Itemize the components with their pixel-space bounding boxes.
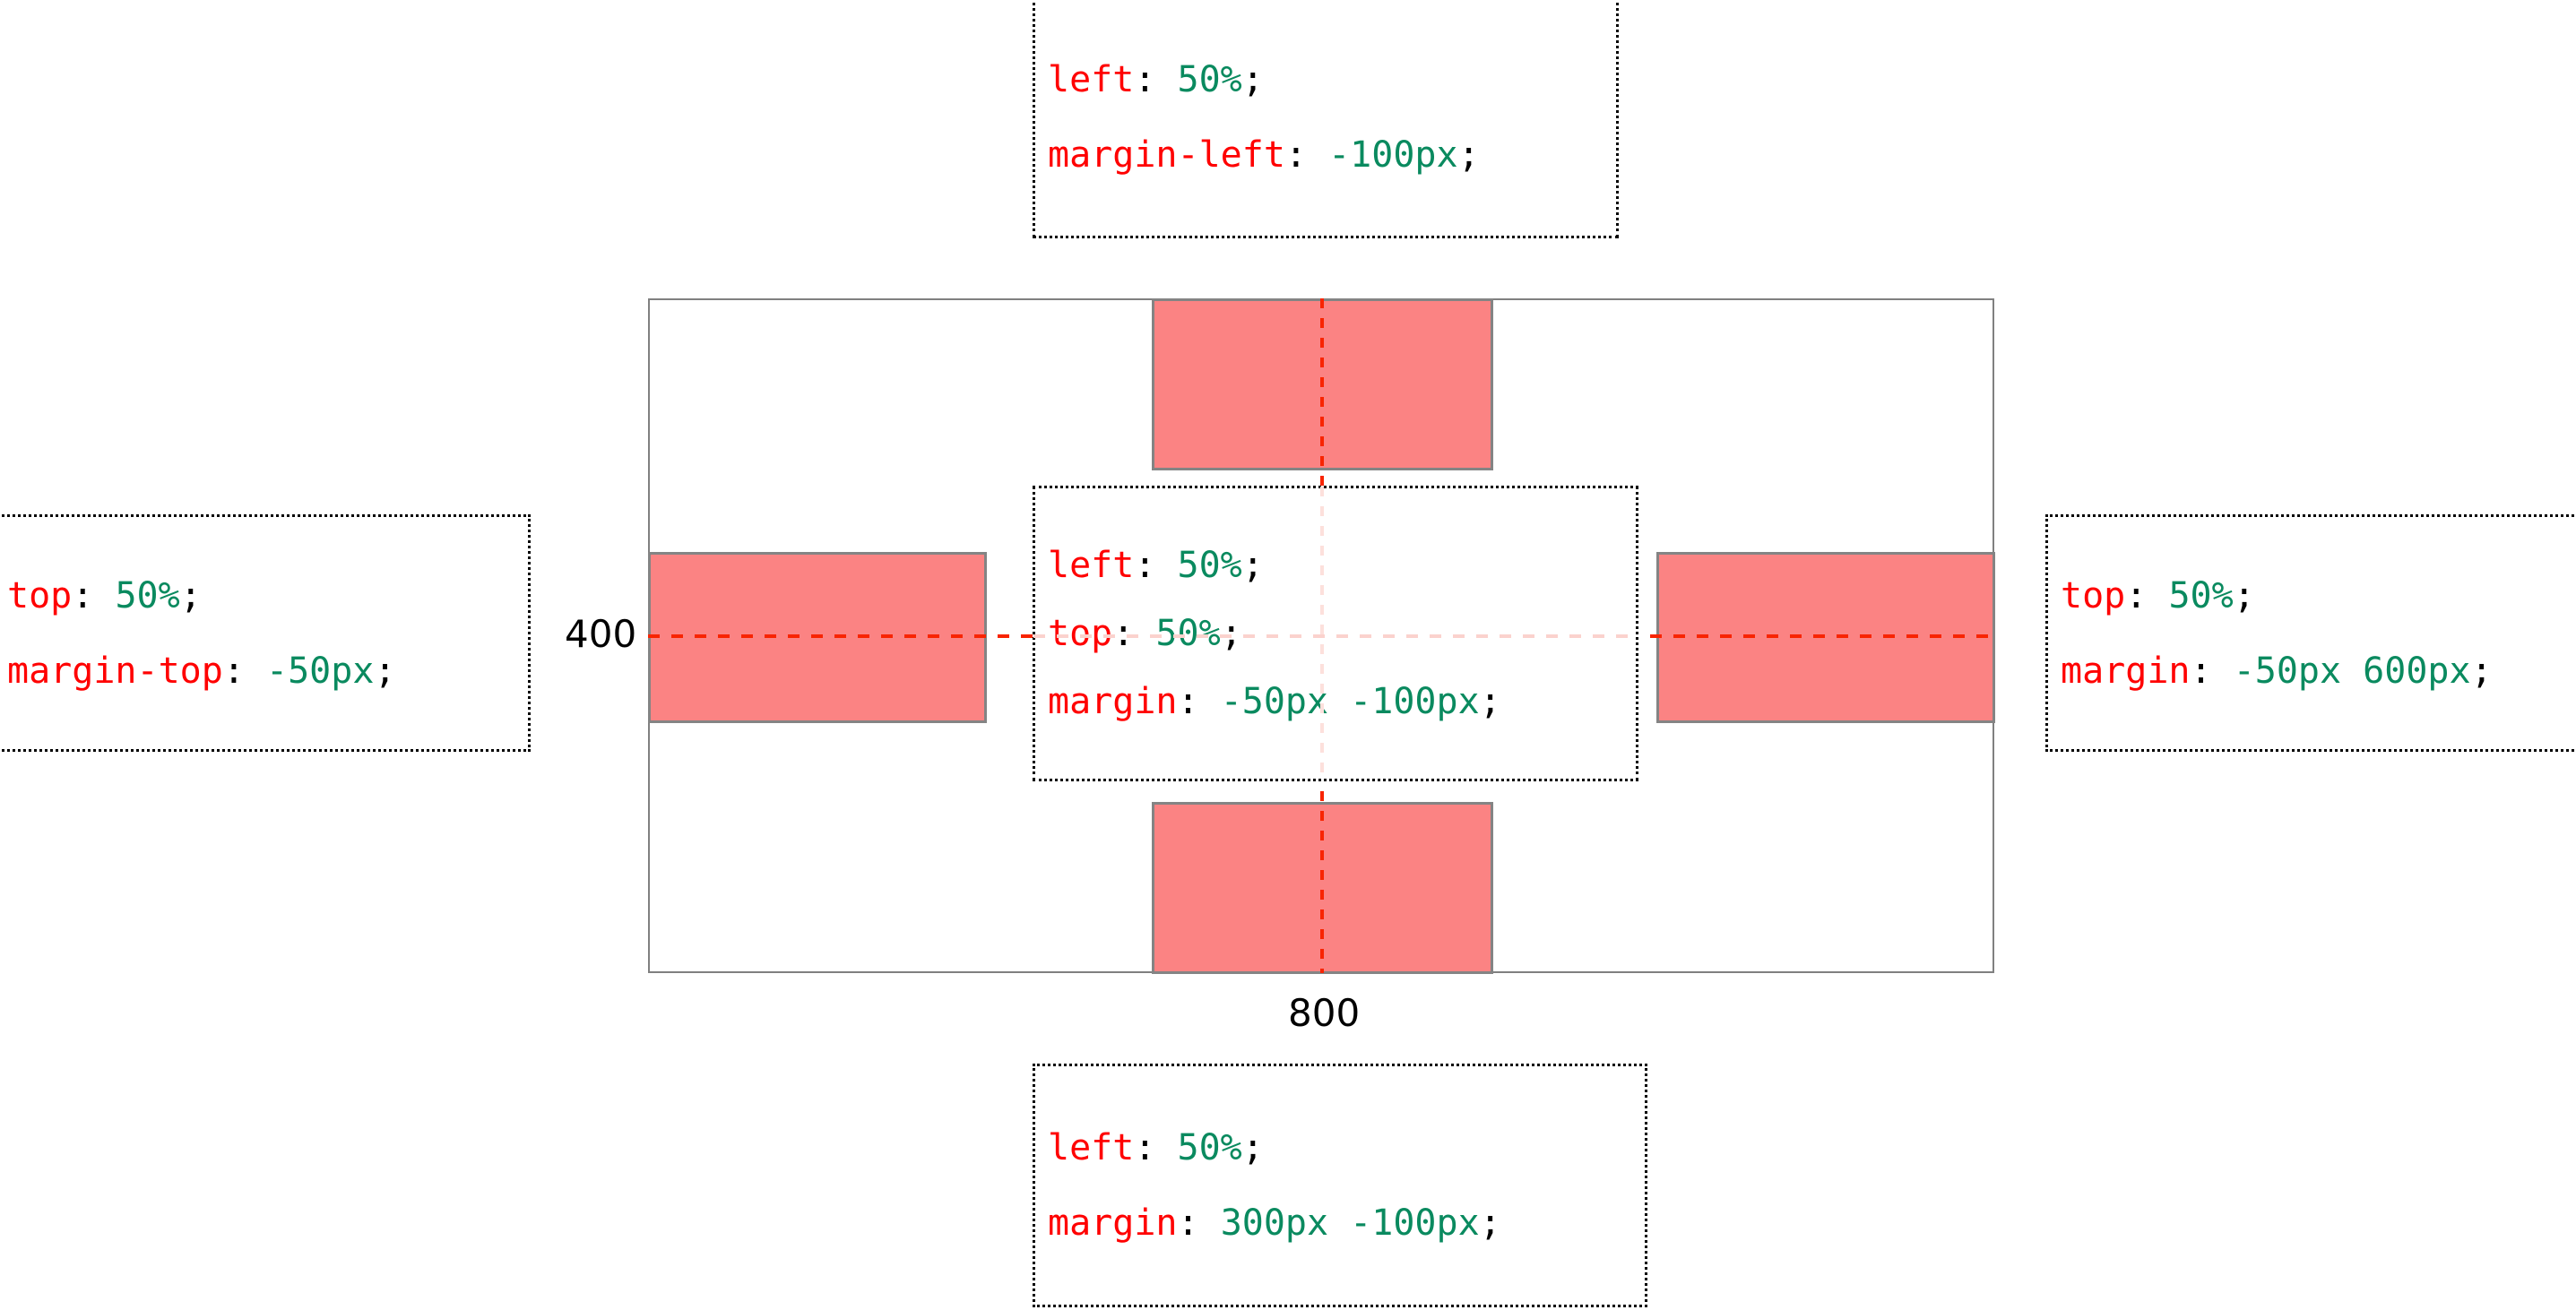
css-property: top [7, 574, 73, 616]
css-declaration-line: left: 50%; [1048, 547, 1623, 583]
css-property: margin-top [7, 650, 223, 692]
vertical-center-guide-faded [1320, 487, 1324, 780]
css-semicolon: ; [2233, 574, 2255, 616]
css-property: margin [1048, 681, 1178, 722]
container-width-label: 800 [1288, 991, 1361, 1035]
css-colon: : [1177, 1202, 1199, 1244]
annotation-card-center: left: 50%; top: 50%; margin: -50px -100p… [1033, 486, 1638, 781]
css-property: left [1048, 1127, 1135, 1168]
css-property: margin [1048, 1202, 1178, 1244]
css-semicolon: ; [1479, 1202, 1501, 1244]
css-value: 50% [2168, 574, 2234, 616]
css-semicolon: ; [1241, 59, 1264, 100]
annotation-card-bottom: left: 50%; margin: 300px -100px; [1033, 1064, 1647, 1307]
css-semicolon: ; [1241, 1127, 1264, 1168]
css-colon: : [1134, 59, 1156, 100]
css-colon: : [1177, 681, 1199, 722]
annotation-card-top: left: 50%; margin-left: -100px; [1033, 0, 1619, 238]
css-declaration-line: margin: -50px 600px; [2061, 653, 2569, 689]
css-value: 50% [1155, 613, 1221, 654]
css-property: margin-left [1048, 134, 1285, 176]
css-declaration-line: top: 50%; [2061, 578, 2569, 614]
css-colon: : [222, 650, 245, 692]
css-declaration-line: top: 50%; [7, 578, 515, 614]
css-colon: : [1134, 545, 1156, 586]
annotation-card-right: top: 50%; margin: -50px 600px; [2045, 514, 2576, 752]
container-height-label: 400 [565, 612, 637, 656]
css-declaration-line: margin: -50px -100px; [1048, 684, 1623, 720]
css-property: left [1048, 545, 1135, 586]
css-semicolon: ; [1241, 545, 1264, 586]
css-value: -50px -100px [1220, 681, 1480, 722]
css-value: -50px 600px [2233, 650, 2471, 692]
css-colon: : [1112, 613, 1135, 654]
css-value: 300px -100px [1220, 1202, 1480, 1244]
css-value: -50px [266, 650, 375, 692]
css-declaration-line: margin-top: -50px; [7, 653, 515, 689]
css-colon: : [72, 574, 94, 616]
css-colon: : [2125, 574, 2148, 616]
css-declaration-line: margin: 300px -100px; [1048, 1205, 1632, 1241]
css-semicolon: ; [179, 574, 202, 616]
css-value: -100px [1328, 134, 1458, 176]
css-colon: : [1134, 1127, 1156, 1168]
css-declaration-line: top: 50%; [1048, 616, 1623, 651]
css-property: top [1048, 613, 1113, 654]
css-semicolon: ; [1457, 134, 1480, 176]
css-value: 50% [1177, 545, 1242, 586]
css-semicolon: ; [2470, 650, 2493, 692]
css-declaration-line: left: 50%; [1048, 1130, 1632, 1166]
css-value: 50% [1177, 1127, 1242, 1168]
css-value: 50% [1177, 59, 1242, 100]
css-property: top [2061, 574, 2126, 616]
horizontal-center-guide-faded [1033, 634, 1638, 638]
css-property: left [1048, 59, 1135, 100]
annotation-card-left: top: 50%; margin-top: -50px; [0, 514, 531, 752]
css-property: margin [2061, 650, 2191, 692]
css-declaration-line: left: 50%; [1048, 62, 1604, 98]
css-colon: : [2190, 650, 2212, 692]
css-declaration-line: margin-left: -100px; [1048, 137, 1604, 173]
css-semicolon: ; [1220, 613, 1242, 654]
css-value: 50% [115, 574, 180, 616]
css-semicolon: ; [374, 650, 396, 692]
css-colon: : [1284, 134, 1307, 176]
css-semicolon: ; [1479, 681, 1501, 722]
